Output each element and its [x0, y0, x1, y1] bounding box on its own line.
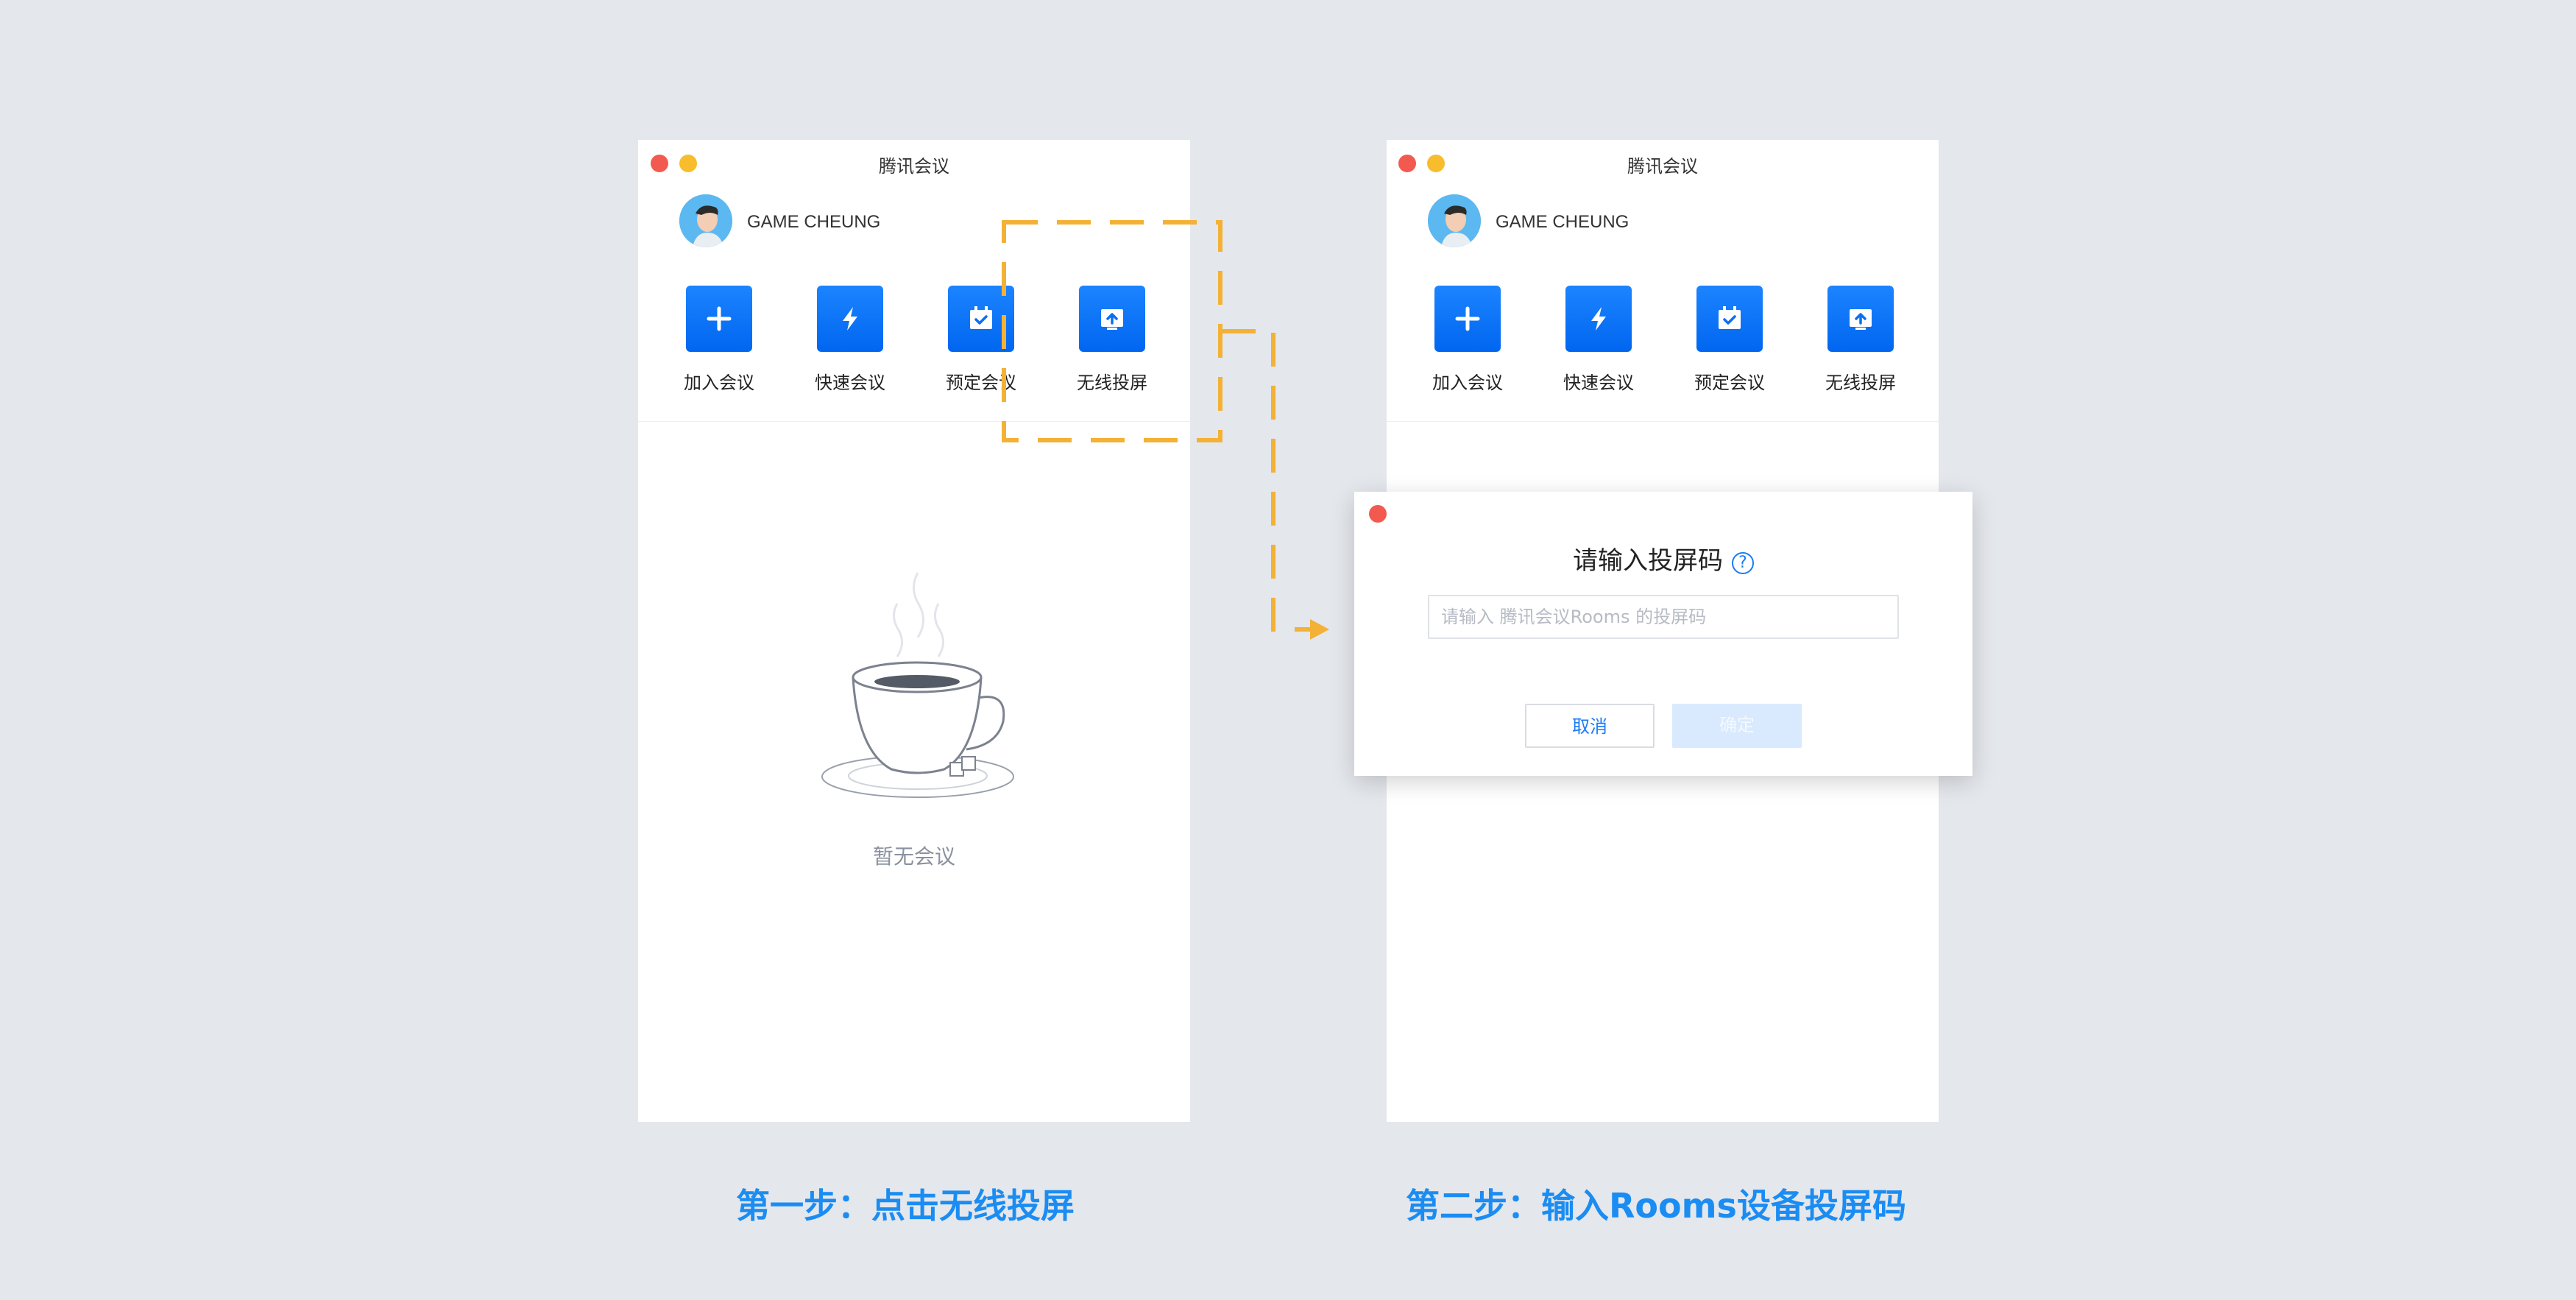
action-label: 加入会议: [1432, 372, 1503, 393]
user-name: GAME CHEUNG: [747, 212, 881, 232]
dialog-title: 请输入投屏码?: [1354, 540, 1972, 576]
window-title: 腾讯会议: [1627, 156, 1698, 177]
divider: [638, 421, 1190, 422]
wireless-screen-share-button[interactable]: 无线投屏: [1813, 286, 1908, 394]
lightning-icon: [1565, 286, 1632, 352]
plus-icon: [1434, 286, 1501, 352]
minimize-window-button[interactable]: [679, 155, 697, 172]
cancel-button[interactable]: 取消: [1525, 704, 1655, 748]
quick-meeting-button[interactable]: 快速会议: [802, 286, 898, 394]
dialog-title-text: 请输入投屏码: [1573, 546, 1723, 576]
join-meeting-button[interactable]: 加入会议: [671, 286, 767, 394]
calendar-check-icon: [1696, 286, 1763, 352]
step2-caption: 第二步：输入Rooms设备投屏码: [1406, 1186, 1906, 1226]
action-label: 快速会议: [1563, 372, 1634, 393]
action-label: 预定会议: [1694, 372, 1765, 393]
close-window-button[interactable]: [651, 155, 668, 172]
lightning-icon: [817, 286, 883, 352]
window-title: 腾讯会议: [879, 156, 949, 177]
step1-caption: 第一步：点击无线投屏: [736, 1186, 1075, 1226]
screen-share-code-dialog: 请输入投屏码? 取消 确定: [1354, 492, 1972, 776]
action-label: 加入会议: [684, 372, 754, 393]
connector-line: [1222, 329, 1313, 632]
minimize-window-button[interactable]: [1427, 155, 1445, 172]
avatar[interactable]: [1428, 194, 1481, 247]
avatar[interactable]: [679, 194, 732, 247]
help-icon[interactable]: ?: [1732, 552, 1754, 574]
action-label: 无线投屏: [1825, 372, 1896, 393]
wireless-screen-share-button[interactable]: 无线投屏: [1064, 286, 1160, 394]
action-label: 无线投屏: [1077, 372, 1147, 393]
schedule-meeting-button[interactable]: 预定会议: [1682, 286, 1777, 394]
confirm-button[interactable]: 确定: [1672, 704, 1802, 748]
action-label: 快速会议: [815, 372, 885, 393]
divider: [1387, 421, 1939, 422]
plus-icon: [686, 286, 752, 352]
quick-meeting-button[interactable]: 快速会议: [1551, 286, 1646, 394]
coffee-cup-icon: [821, 572, 1014, 798]
screen-share-icon: [1827, 286, 1894, 352]
screen-share-highlight-box: [1002, 220, 1222, 442]
arrow-head-icon: [1310, 619, 1329, 640]
user-name: GAME CHEUNG: [1496, 212, 1630, 232]
close-window-button[interactable]: [1398, 155, 1416, 172]
screen-share-code-input[interactable]: [1428, 595, 1899, 639]
join-meeting-button[interactable]: 加入会议: [1420, 286, 1515, 394]
empty-state-text: 暂无会议: [872, 844, 955, 869]
dialog-close-button[interactable]: [1369, 505, 1387, 523]
screen-share-icon: [1079, 286, 1145, 352]
meeting-window-step1: 腾讯会议 GAME CHEUNG 加入会议 快速会议 预定会议 无线投屏: [638, 140, 1190, 1122]
